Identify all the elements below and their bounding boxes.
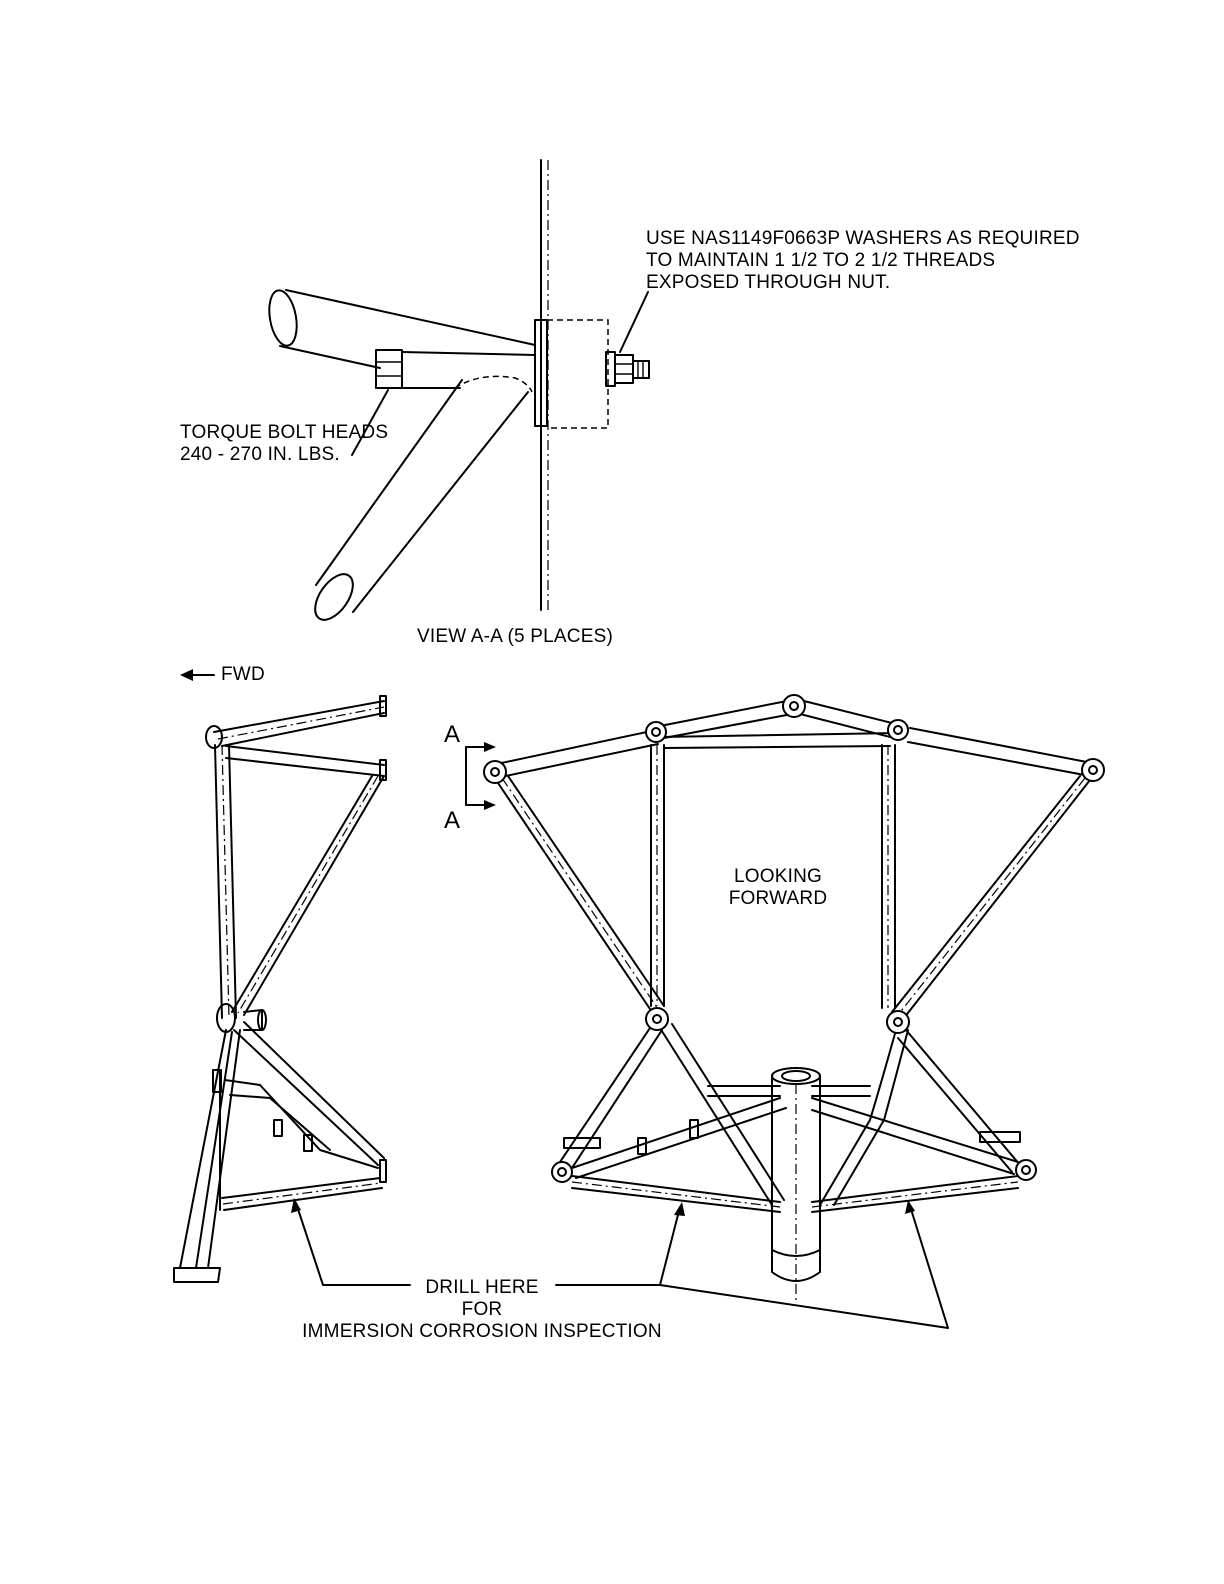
drill-note-line-1: DRILL HERE xyxy=(282,1277,682,1299)
washer-leader xyxy=(620,292,648,352)
drill-note: DRILL HERE FOR IMMERSION CORROSION INSPE… xyxy=(282,1277,682,1343)
bolt-head-fitting xyxy=(376,350,535,388)
upper-tube xyxy=(265,288,535,368)
left-arrow-icon xyxy=(180,669,214,681)
washer-note-line-2: TO MAINTAIN 1 1/2 TO 2 1/2 THREADS xyxy=(646,250,1080,272)
view-aa-detail xyxy=(265,160,649,626)
front-view-frame xyxy=(484,695,1104,1300)
drill-note-line-2: FOR xyxy=(282,1299,682,1321)
washer-note-line-1: USE NAS1149F0663P WASHERS AS REQUIRED xyxy=(646,228,1080,250)
washer-note-line-3: EXPOSED THROUGH NUT. xyxy=(646,272,1080,294)
torque-note: TORQUE BOLT HEADS 240 - 270 IN. LBS. xyxy=(180,422,388,466)
nut-washer-bolt xyxy=(606,352,649,386)
hidden-fitting xyxy=(547,320,608,428)
section-a-bottom-label: A xyxy=(444,808,460,834)
torque-note-line-1: TORQUE BOLT HEADS xyxy=(180,422,388,444)
fwd-label: FWD xyxy=(221,664,265,686)
view-caption: VIEW A-A (5 PLACES) xyxy=(417,626,613,648)
side-view-frame xyxy=(174,696,386,1282)
section-a-top-label: A xyxy=(444,722,460,748)
torque-note-line-2: 240 - 270 IN. LBS. xyxy=(180,444,388,466)
looking-line-1: LOOKING xyxy=(718,866,838,888)
drill-note-line-3: IMMERSION CORROSION INSPECTION xyxy=(282,1321,682,1343)
looking-line-2: FORWARD xyxy=(718,888,838,910)
washer-note: USE NAS1149F0663P WASHERS AS REQUIRED TO… xyxy=(646,228,1080,294)
looking-forward-label: LOOKING FORWARD xyxy=(718,866,838,910)
lower-tube xyxy=(308,376,532,626)
